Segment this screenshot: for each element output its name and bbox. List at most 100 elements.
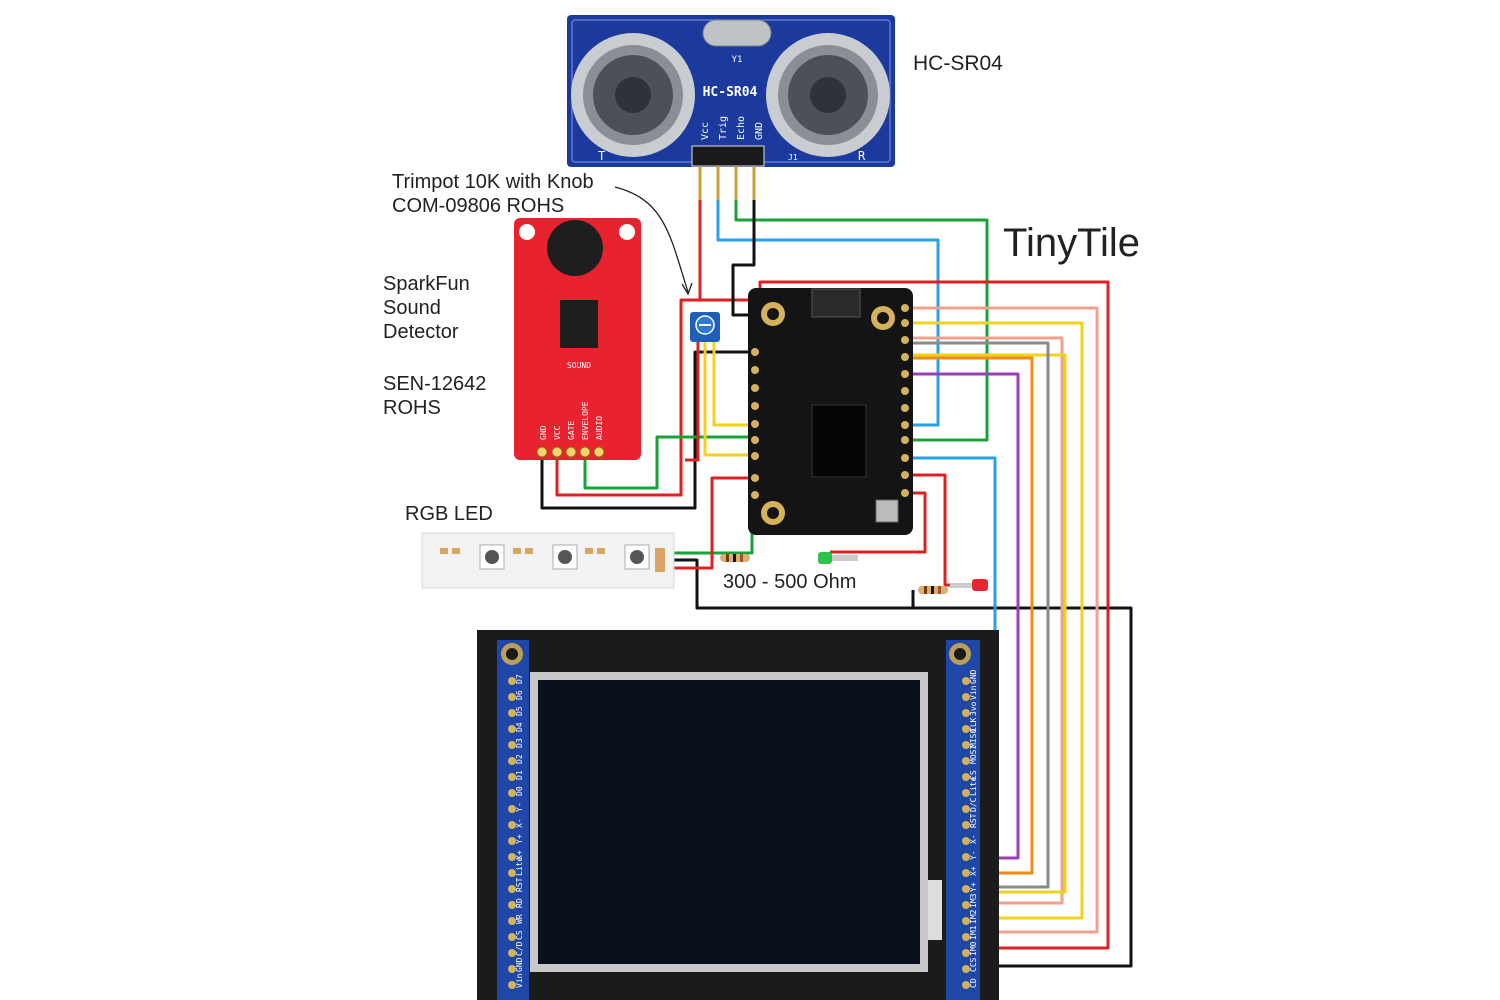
left-pin-label: D5 <box>515 706 524 716</box>
left-pin-hole <box>508 869 516 877</box>
tinytile-pin-headers <box>751 304 909 499</box>
left-pin-label: D2 <box>515 754 524 764</box>
receiver-mark: R <box>858 149 866 163</box>
green-led-icon <box>818 552 858 564</box>
ic-chip-icon <box>560 300 598 348</box>
receiver-icon <box>766 33 890 157</box>
right-pin-hole <box>962 837 970 845</box>
wire-tft-clk <box>905 321 1084 920</box>
trimpot-pointer-arrow <box>614 186 689 293</box>
right-pin-label: Lite <box>969 777 978 796</box>
hcsr04-board-label: HC-SR04 <box>703 85 758 100</box>
crystal-label: Y1 <box>732 55 743 65</box>
right-pin-label: IM0 <box>969 941 978 956</box>
right-pin-hole <box>962 725 970 733</box>
sound-pin-gate: GATE <box>567 421 576 440</box>
sound-pin-audio: AUDIO <box>595 416 604 440</box>
right-pin-hole <box>962 869 970 877</box>
right-pin-label: RST <box>969 813 978 828</box>
hcsr04-module: Y1 HC-SR04 T R J1 Vcc Trig Echo GND <box>567 15 895 200</box>
crystal-icon <box>702 19 772 47</box>
wire-hcsr04-echo <box>734 172 989 442</box>
wire-sound-vcc <box>555 298 700 497</box>
left-pin-label: CS <box>515 930 524 940</box>
microphone-icon <box>547 220 603 276</box>
rgb-led-strip <box>421 532 675 589</box>
wire-trimpot-b <box>712 340 755 427</box>
tft-left-pin-labels: VinGNDC/DCSWRRDRSTLiteX+Y+X-Y-D0D1D2D3D4… <box>508 674 524 989</box>
wire-tft-lite <box>905 356 1034 875</box>
hcsr04-header <box>691 145 765 167</box>
right-pin-label: MOSI <box>969 745 978 764</box>
tft-display-module: VinGNDC/DCSWRRDRSTLiteX+Y+X-Y-D0D1D2D3D4… <box>477 630 999 1000</box>
wire-tft-cs <box>905 341 1050 889</box>
right-pin-hole <box>962 821 970 829</box>
right-pin-hole <box>962 917 970 925</box>
right-pin-label: Y+ <box>969 882 978 892</box>
left-pin-hole <box>508 981 516 989</box>
labels: HC-SR04 TinyTile Trimpot 10K with Knob C… <box>383 52 1140 593</box>
left-pin-hole <box>508 805 516 813</box>
right-pin-label: X+ <box>969 866 978 876</box>
right-pin-label: Y- <box>969 850 978 860</box>
trimpot-label-line1: Trimpot 10K with Knob <box>392 171 594 193</box>
tinytile-board <box>748 288 913 535</box>
left-pin-label: X- <box>515 818 524 828</box>
sound-detector-board: SOUND GND VCC GATE ENVELOPE AUDIO <box>514 218 641 460</box>
right-pin-hole <box>962 789 970 797</box>
right-pin-hole <box>962 933 970 941</box>
right-pin-label: CCS <box>969 957 978 972</box>
pin-gnd-label: GND <box>754 122 765 140</box>
resistor-icon <box>918 586 948 594</box>
wire-tft-mosi <box>901 353 1067 894</box>
right-pin-label: D/C <box>969 797 978 812</box>
wire-rgb-vcc <box>668 476 755 570</box>
wire-trimpot-a <box>703 340 755 457</box>
wire-hcsr04-vcc <box>698 172 755 302</box>
hcsr04-pin-labels: Vcc Trig Echo GND <box>700 116 765 140</box>
right-pin-hole <box>962 757 970 765</box>
transmitter-icon <box>571 33 695 157</box>
right-pin-hole <box>962 741 970 749</box>
left-pin-label: D6 <box>515 690 524 700</box>
mcu-chip-icon <box>811 404 867 478</box>
left-pin-label: D7 <box>515 674 524 684</box>
trimpot <box>690 312 720 342</box>
left-pin-hole <box>508 933 516 941</box>
left-pin-hole <box>508 725 516 733</box>
left-pin-label: RD <box>515 898 524 908</box>
sound-part-line2: ROHS <box>383 397 441 419</box>
wire-tft-gnd <box>911 590 1133 968</box>
left-pin-hole <box>508 757 516 765</box>
wire-hcsr04-gnd <box>731 172 756 317</box>
right-pin-hole <box>962 965 970 973</box>
left-pin-label: X+ <box>515 850 524 860</box>
left-pin-hole <box>508 821 516 829</box>
right-pin-label: IM3 <box>969 893 978 908</box>
wire-led-red <box>830 491 927 554</box>
left-pin-hole <box>508 709 516 717</box>
left-pin-label: Y- <box>515 802 524 812</box>
left-pin-hole <box>508 693 516 701</box>
resistor-icon <box>720 554 750 562</box>
left-pin-hole <box>508 741 516 749</box>
left-pin-label: Y+ <box>515 834 524 844</box>
header-label: J1 <box>788 153 798 162</box>
sound-pin-gnd: GND <box>539 425 548 440</box>
tft-right-pin-labels: CDCCSIM0IM1IM2IM3Y+X+Y-X-RSTD/CLiteCSMOS… <box>962 669 978 989</box>
wire-rgb-data <box>668 520 754 555</box>
wire-tft-miso <box>905 336 1064 905</box>
right-pin-label: CLK <box>969 717 978 732</box>
wire-tft-vin <box>758 280 1110 950</box>
left-pin-label: Lite <box>515 857 524 876</box>
wire-rgb-gnd <box>668 558 913 610</box>
resistor-range-label: 300 - 500 Ohm <box>723 571 856 593</box>
right-pin-label: CS <box>969 770 978 780</box>
sound-label-line2: Sound <box>383 297 441 319</box>
left-pin-label: D4 <box>515 722 524 732</box>
sound-part-line1: SEN-12642 <box>383 373 486 395</box>
wire-tft-3vo <box>905 306 1099 934</box>
right-pin-label: GND <box>969 669 978 684</box>
left-pin-hole <box>508 965 516 973</box>
